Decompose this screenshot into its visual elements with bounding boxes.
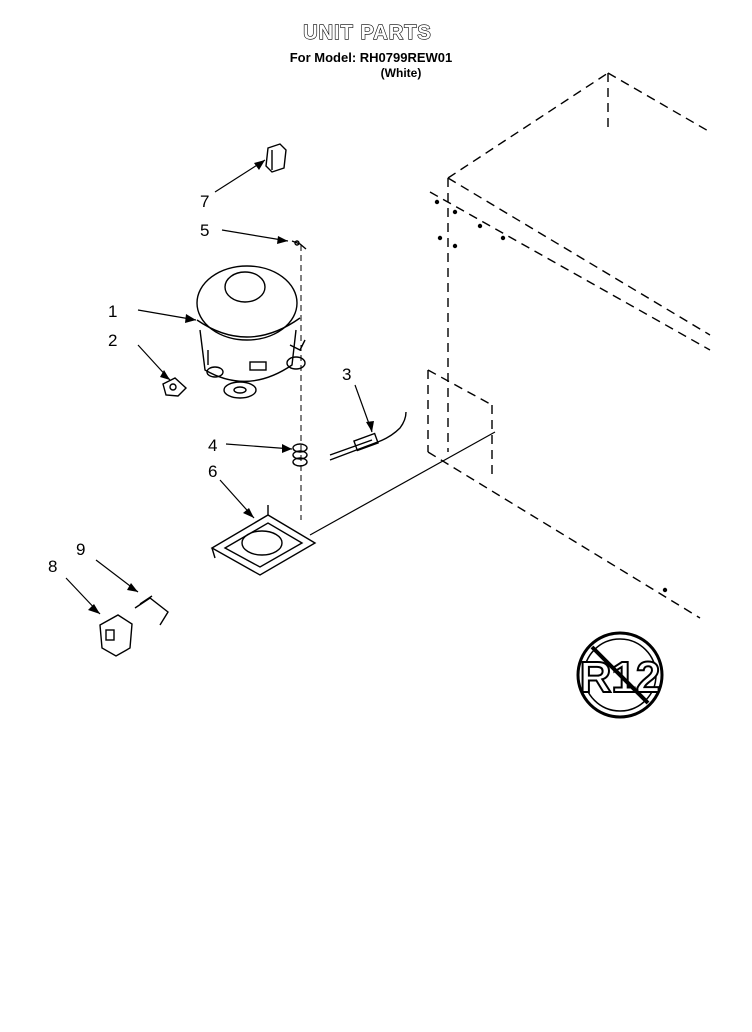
base-plate	[210, 505, 317, 576]
color-line: (White)	[380, 66, 422, 80]
callout-6: 6	[208, 462, 217, 481]
no-r12-logo: R12	[576, 631, 664, 719]
model-line: For Model: RH0799REW01	[289, 50, 453, 65]
compressor	[196, 265, 306, 399]
callout-9: 9	[76, 540, 85, 559]
callout-3: 3	[342, 365, 351, 384]
wire-clip	[134, 595, 169, 626]
grommet	[162, 377, 188, 397]
page-title: UNIT PARTS	[303, 21, 432, 44]
arrow-heads	[88, 160, 374, 614]
base-line	[309, 431, 496, 536]
cabinet-holes	[434, 199, 668, 593]
callout-5: 5	[200, 221, 209, 240]
spring-grommet	[292, 443, 308, 467]
callout-4: 4	[208, 436, 217, 455]
cabinet-outline	[427, 72, 711, 619]
leader-arrows	[65, 159, 373, 615]
relay	[265, 143, 287, 173]
overload	[99, 614, 133, 657]
callout-7: 7	[200, 192, 209, 211]
logo-text: R12	[580, 653, 661, 702]
clip	[291, 240, 307, 250]
callout-labels: 1 2 3 4 5 6 7 8 9	[48, 192, 351, 576]
callout-2: 2	[108, 331, 117, 350]
drier-tube	[329, 411, 407, 461]
callout-1: 1	[108, 302, 117, 321]
callout-8: 8	[48, 557, 57, 576]
